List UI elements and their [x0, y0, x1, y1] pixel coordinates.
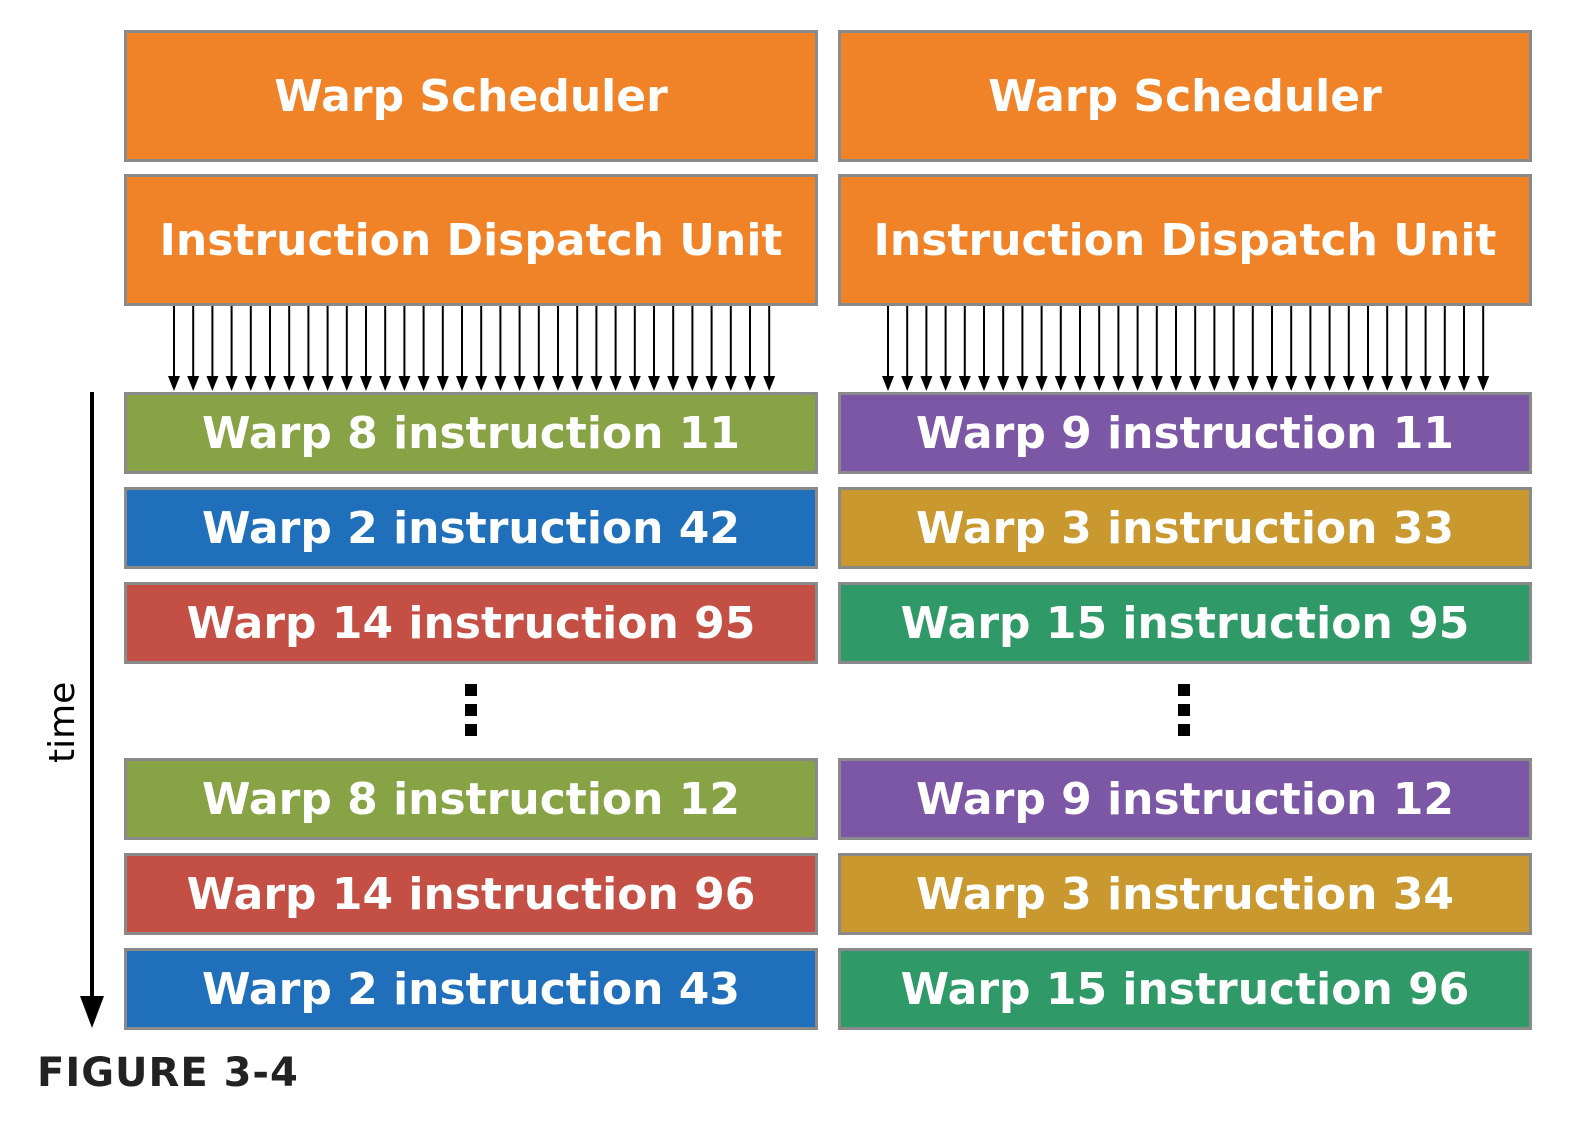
dispatch-arrow	[609, 306, 622, 391]
dispatch-arrow	[1112, 306, 1125, 391]
instruction-slot: Warp 2 instruction 42	[124, 487, 818, 569]
dispatch-arrow	[1227, 306, 1240, 391]
warp-scheduler-box: Warp Scheduler	[838, 30, 1532, 162]
dispatch-arrow	[187, 306, 200, 391]
time-arrow	[80, 392, 104, 1028]
dispatch-arrow	[340, 306, 353, 391]
dispatch-arrow	[1150, 306, 1163, 391]
dispatch-arrow	[1381, 306, 1394, 391]
instruction-slot: Warp 3 instruction 34	[838, 853, 1532, 935]
dispatch-arrow	[1016, 306, 1029, 391]
dispatch-unit-box: Instruction Dispatch Unit	[124, 174, 818, 306]
instruction-slot: Warp 2 instruction 43	[124, 948, 818, 1030]
instruction-slot: Warp 14 instruction 96	[124, 853, 818, 935]
dispatch-arrow	[1458, 306, 1470, 391]
dispatch-arrow	[321, 306, 334, 391]
instruction-slot: Warp 8 instruction 11	[124, 392, 818, 474]
dispatch-arrow	[494, 306, 507, 391]
dispatch-arrow	[398, 306, 411, 391]
dispatch-arrow	[1189, 306, 1202, 391]
dispatch-arrow	[724, 306, 737, 391]
ellipsis-dots	[1178, 684, 1190, 736]
dispatch-arrow	[1054, 306, 1067, 391]
dispatch-arrow	[1170, 306, 1182, 391]
dispatch-arrow	[667, 306, 680, 391]
dispatch-arrow	[225, 306, 238, 391]
figure-caption: FIGURE 3-4	[37, 1050, 299, 1096]
dispatch-arrow	[1419, 306, 1432, 391]
dispatch-arrow	[705, 306, 718, 391]
dispatch-arrow	[1208, 306, 1221, 391]
time-axis-label: time	[42, 681, 83, 763]
dispatch-arrow	[978, 306, 990, 391]
instruction-slot: Warp 8 instruction 12	[124, 758, 818, 840]
dispatch-arrow	[882, 306, 894, 391]
dispatch-arrow	[264, 306, 276, 391]
dispatch-arrow	[571, 306, 584, 391]
ellipsis-dots	[465, 684, 477, 736]
dispatch-arrow	[1304, 306, 1317, 391]
dispatch-arrow	[1438, 306, 1451, 391]
dispatch-arrow	[1266, 306, 1278, 391]
dispatch-arrow	[302, 306, 315, 391]
dispatch-arrow	[513, 306, 526, 391]
dispatch-arrows-right	[882, 306, 1490, 391]
dispatch-arrow	[1074, 306, 1086, 391]
dispatch-arrow	[552, 306, 564, 391]
dispatch-arrow	[997, 306, 1010, 391]
dispatch-arrow	[763, 306, 776, 391]
instruction-slot: Warp 9 instruction 12	[838, 758, 1532, 840]
dispatch-arrow	[648, 306, 660, 391]
dispatch-arrow	[1323, 306, 1336, 391]
dispatch-arrow	[1362, 306, 1374, 391]
dispatch-arrow	[628, 306, 641, 391]
instruction-slot: Warp 9 instruction 11	[838, 392, 1532, 474]
dispatch-arrow	[436, 306, 449, 391]
dispatch-unit-box: Instruction Dispatch Unit	[838, 174, 1532, 306]
dispatch-arrow	[920, 306, 933, 391]
dispatch-arrow	[360, 306, 372, 391]
dispatch-arrow	[901, 306, 914, 391]
dispatch-arrow	[379, 306, 392, 391]
dispatch-arrow	[686, 306, 699, 391]
dispatch-arrow	[744, 306, 756, 391]
dispatch-arrow	[532, 306, 545, 391]
dispatch-arrow	[475, 306, 488, 391]
dispatch-arrow	[1477, 306, 1490, 391]
dispatch-arrow	[206, 306, 219, 391]
instruction-slot: Warp 15 instruction 95	[838, 582, 1532, 664]
dispatch-arrow	[958, 306, 971, 391]
dispatch-arrow	[590, 306, 603, 391]
warp-scheduler-box: Warp Scheduler	[124, 30, 818, 162]
dispatch-arrow	[939, 306, 952, 391]
dispatch-arrow	[1342, 306, 1355, 391]
dispatch-arrow	[1131, 306, 1144, 391]
dispatch-arrow	[168, 306, 180, 391]
instruction-slot: Warp 15 instruction 96	[838, 948, 1532, 1030]
dispatch-arrow	[244, 306, 257, 391]
dispatch-arrow	[1285, 306, 1298, 391]
instruction-slot: Warp 14 instruction 95	[124, 582, 818, 664]
instruction-slot: Warp 3 instruction 33	[838, 487, 1532, 569]
dispatch-arrows-left	[168, 306, 776, 391]
dispatch-arrow	[283, 306, 296, 391]
dispatch-arrow	[1035, 306, 1048, 391]
dispatch-arrow	[456, 306, 468, 391]
dispatch-arrow	[1400, 306, 1413, 391]
dispatch-arrow	[1246, 306, 1259, 391]
dispatch-arrow	[1093, 306, 1106, 391]
dispatch-arrow	[417, 306, 430, 391]
